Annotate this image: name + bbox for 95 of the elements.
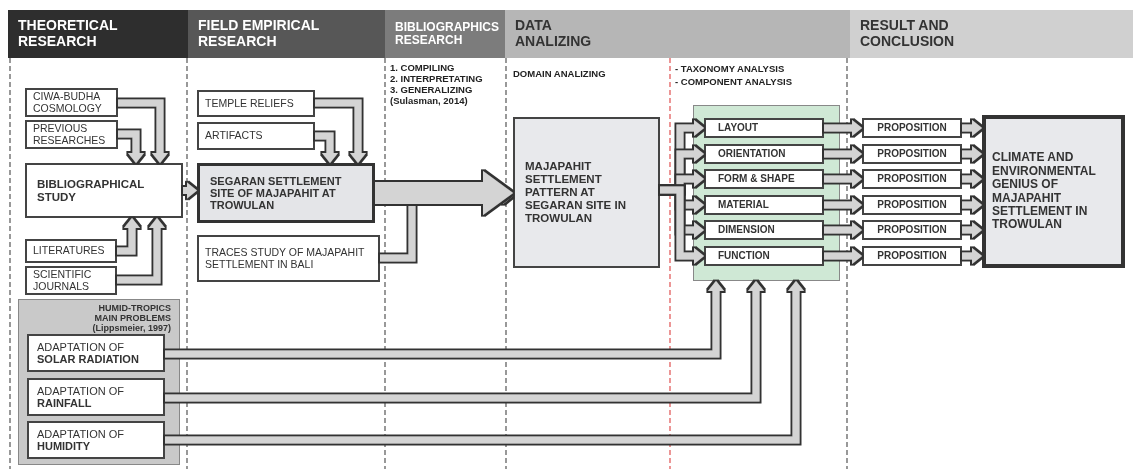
proposition-box — [862, 144, 962, 164]
proposition-box — [862, 169, 962, 189]
source-box — [25, 266, 117, 295]
block-arrow — [824, 197, 862, 213]
block-arrow — [824, 248, 862, 264]
proposition-label: PROPOSITION — [877, 173, 947, 185]
component-box — [704, 118, 824, 138]
method-step: 2. INTERPRETATING — [390, 74, 483, 85]
component-label: FORM & SHAPE — [718, 173, 795, 185]
block-arrow — [962, 197, 982, 213]
source-box — [25, 239, 117, 263]
block-arrow — [117, 218, 140, 255]
source-label: PREVIOUS RESEARCHES — [33, 122, 107, 147]
column-header-text: BIBLIOGRAPHICS RESEARCH — [395, 20, 499, 48]
source-label: TEMPLE RELIEFS — [205, 97, 294, 110]
block-arrow — [117, 218, 165, 284]
block-arrow — [962, 171, 982, 187]
source-label: TRACES STUDY OF MAJAPAHIT SETTLEMENT IN BALI — [205, 246, 366, 271]
proposition-label: PROPOSITION — [877, 148, 947, 160]
component-box — [704, 144, 824, 164]
block-arrow — [824, 120, 862, 136]
problem-box — [27, 421, 165, 459]
method-step: 1. COMPILING — [390, 63, 455, 74]
source-box — [197, 235, 380, 282]
column-header-text: THEORETICAL RESEARCH — [18, 18, 119, 50]
block-arrow — [315, 132, 338, 163]
analysis-note: - COMPONENT ANALYSIS — [675, 77, 792, 88]
component-box — [704, 220, 824, 240]
pattern-label: MAJAPAHIT SETTLEMENT PATTERN AT SEGARAN SITE IN TROWULAN — [525, 160, 627, 225]
column-header — [850, 10, 1133, 58]
component-box — [704, 169, 824, 189]
block-arrow — [962, 120, 982, 136]
proposition-label: PROPOSITION — [877, 199, 947, 211]
conclusion-label: CLIMATE AND ENVIRONMENTAL GENIUS OF MAJAPAHIT SETTLEMENT IN TROWULAN — [992, 151, 1097, 232]
component-label: LAYOUT — [718, 122, 759, 134]
block-arrow — [165, 281, 804, 444]
study-label: BIBLIOGRAPHICAL STUDY — [37, 177, 146, 204]
block-arrow — [824, 222, 862, 238]
site-label: SEGARAN SETTLEMENT SITE OF MAJAPAHIT AT TROWULAN — [210, 174, 343, 212]
source-box — [197, 122, 315, 150]
component-label: DIMENSION — [718, 224, 775, 236]
column-header — [505, 10, 850, 58]
panel-heading: HUMID-TROPICS MAIN PROBLEMS — [93, 303, 171, 324]
block-arrow — [824, 171, 862, 187]
component-box — [704, 246, 824, 266]
proposition-box — [862, 246, 962, 266]
problem-label: ADAPTATION OF SOLAR RADIATION — [37, 340, 140, 366]
block-arrow — [165, 281, 724, 358]
column-header — [385, 10, 505, 58]
component-label: MATERIAL — [718, 199, 769, 211]
column-header — [8, 10, 188, 58]
block-arrow — [824, 146, 862, 162]
column-header — [188, 10, 385, 58]
source-label: LITERATURES — [33, 245, 105, 257]
component-label: FUNCTION — [718, 250, 770, 262]
proposition-label: PROPOSITION — [877, 250, 947, 262]
source-label: SCIENTIFIC JOURNALS — [33, 268, 93, 293]
analysis-panel — [693, 105, 840, 281]
block-arrow — [118, 130, 144, 163]
component-label: ORIENTATION — [718, 148, 786, 160]
method-step: (Sulasman, 2014) — [390, 96, 468, 107]
block-arrow — [962, 222, 982, 238]
block-arrow — [962, 248, 982, 264]
pattern-box — [513, 117, 660, 268]
citation: (Lippsmeier, 1997) — [92, 323, 171, 334]
proposition-label: PROPOSITION — [877, 122, 947, 134]
analysis-note: DOMAIN ANALIZING — [513, 69, 606, 80]
method-step: 3. GENERALIZING — [390, 85, 473, 96]
source-label: CIWA-BUDHA COSMOLOGY — [33, 90, 103, 115]
analysis-note: - TAXONOMY ANALYSIS — [675, 64, 785, 75]
block-arrow — [183, 182, 197, 199]
proposition-box — [862, 195, 962, 215]
source-box — [197, 90, 315, 117]
conclusion-box — [982, 115, 1125, 268]
block-arrow — [962, 146, 982, 162]
study-box — [25, 163, 183, 218]
block-arrow — [165, 281, 764, 402]
block-arrow — [118, 99, 168, 163]
problem-label: ADAPTATION OF HUMIDITY — [37, 427, 125, 453]
column-header-text: RESULT AND CONCLUSION — [860, 18, 956, 50]
problem-label: ADAPTATION OF RAINFALL — [37, 384, 125, 410]
column-header-text: DATA ANALIZING — [515, 18, 593, 50]
problem-box — [27, 378, 165, 416]
problem-box — [27, 334, 165, 372]
source-box — [25, 120, 118, 149]
component-box — [704, 195, 824, 215]
column-header-text: FIELD EMPIRICAL RESEARCH — [198, 18, 321, 50]
proposition-box — [862, 220, 962, 240]
proposition-box — [862, 118, 962, 138]
source-label: ARTIFACTS — [205, 130, 263, 142]
site-box — [197, 163, 375, 223]
block-arrow — [375, 171, 513, 215]
proposition-label: PROPOSITION — [877, 224, 947, 236]
problem-panel — [18, 299, 180, 465]
source-box — [25, 88, 118, 117]
